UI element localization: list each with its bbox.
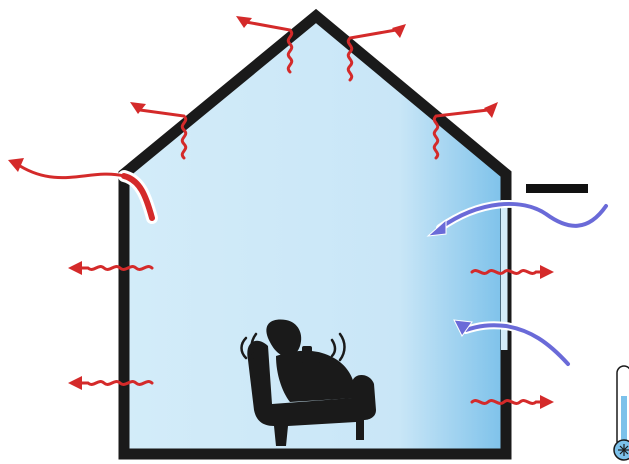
cup bbox=[302, 346, 312, 356]
exterior-ledge bbox=[526, 184, 588, 193]
cold-thermometer-icon bbox=[614, 366, 629, 460]
